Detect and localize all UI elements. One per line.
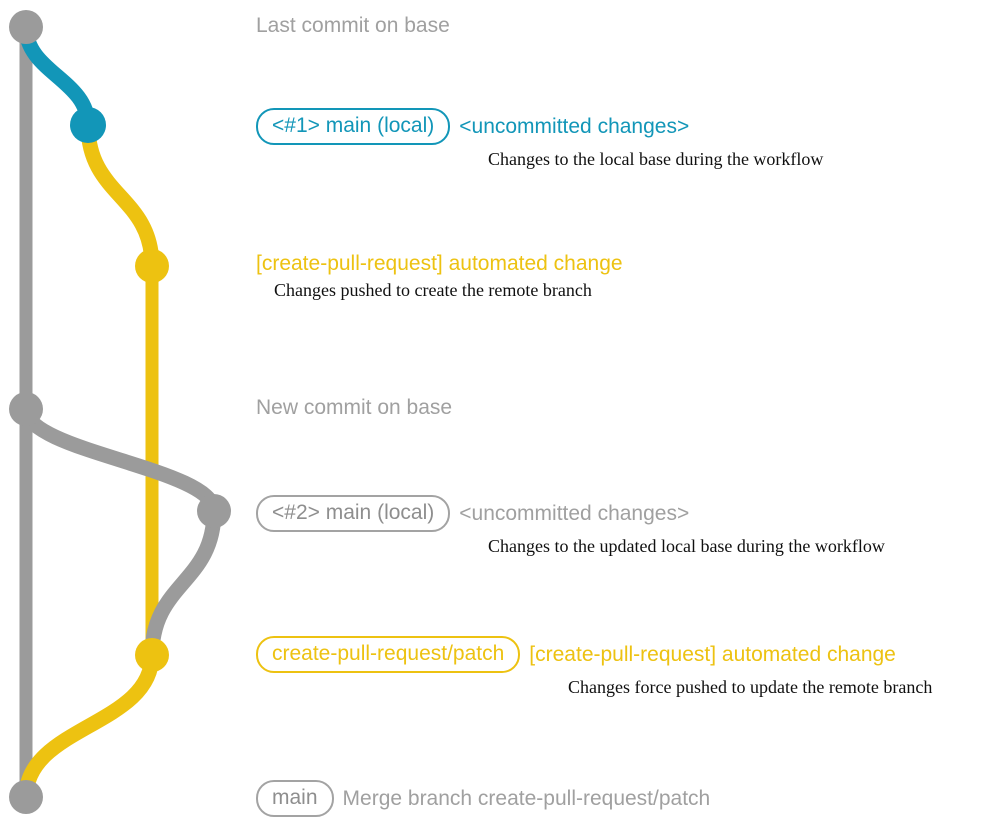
commit-subject: New commit on base (256, 396, 453, 419)
commit-row-base-head: Last commit on base (256, 14, 450, 38)
commit-node-base-head[interactable] (9, 10, 43, 44)
commit-node-remote-1[interactable] (135, 249, 169, 283)
ref-badge-main[interactable]: main (256, 780, 334, 817)
commit-node-local-1[interactable] (70, 107, 106, 143)
edge-basenew-to-local2 (18, 401, 222, 519)
commit-description: Changes pushed to create the remote bran… (274, 280, 592, 300)
commit-head: create-pull-request/patch [create-pull-r… (256, 636, 932, 673)
commit-node-merge-commit[interactable] (9, 780, 43, 814)
ref-badge-main-local-2[interactable]: <#2> main (local) (256, 495, 451, 532)
edge-remote2-to-merge (18, 647, 160, 805)
commit-row-remote-1: [create-pull-request] automated change C… (256, 252, 623, 301)
commit-description: Changes to the local base during the wor… (488, 149, 824, 169)
edge-local1-to-remote1 (80, 117, 160, 274)
commit-node-remote-2[interactable] (135, 638, 169, 672)
commit-row-merge-commit: main Merge branch create-pull-request/pa… (256, 780, 710, 817)
commit-head: <#2> main (local) <uncommitted changes> (256, 495, 885, 532)
commit-row-remote-2: create-pull-request/patch [create-pull-r… (256, 636, 932, 698)
commit-row-base-new: New commit on base (256, 396, 452, 420)
commit-description: Changes force pushed to update the remot… (568, 677, 933, 697)
ref-badge-main-local-1[interactable]: <#1> main (local) (256, 108, 451, 145)
commit-head: [create-pull-request] automated change (256, 252, 623, 276)
commit-node-base-new[interactable] (9, 392, 43, 426)
commit-head: Last commit on base (256, 14, 450, 38)
commit-subject: <uncommitted changes> (459, 501, 690, 525)
commit-row-local-2: <#2> main (local) <uncommitted changes> … (256, 495, 885, 557)
commit-head: main Merge branch create-pull-request/pa… (256, 780, 710, 817)
commit-node-local-2[interactable] (197, 494, 231, 528)
commit-subject: Last commit on base (256, 14, 450, 37)
commit-head: New commit on base (256, 396, 452, 420)
commit-subject: Merge branch create-pull-request/patch (342, 786, 711, 810)
edge-local2-to-remote2 (144, 503, 222, 663)
commit-row-local-1: <#1> main (local) <uncommitted changes> … (256, 108, 823, 170)
commit-subject: <uncommitted changes> (459, 114, 690, 138)
commit-subject: [create-pull-request] automated change (256, 252, 623, 275)
commit-description: Changes to the updated local base during… (488, 536, 885, 556)
ref-badge-create-pull-request-patch[interactable]: create-pull-request/patch (256, 636, 521, 673)
commit-head: <#1> main (local) <uncommitted changes> (256, 108, 823, 145)
commit-subject: [create-pull-request] automated change (529, 642, 896, 666)
